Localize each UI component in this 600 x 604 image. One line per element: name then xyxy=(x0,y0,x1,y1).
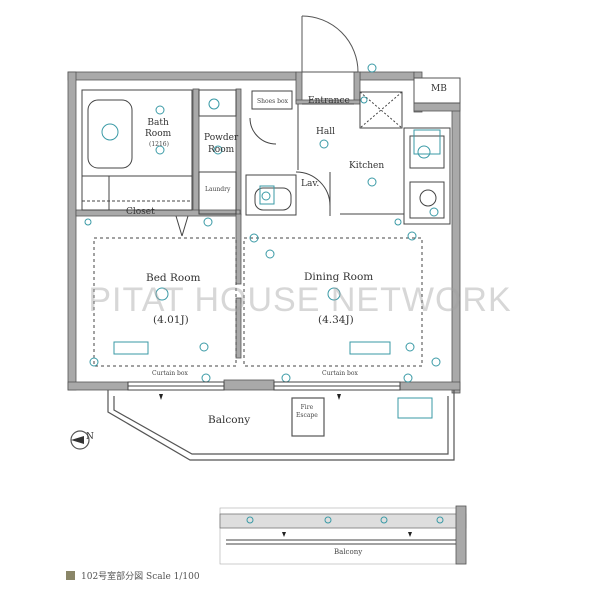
closet-label: Closet xyxy=(126,207,155,217)
walls xyxy=(67,71,461,394)
bath-size-label: (1216) xyxy=(149,141,169,148)
windows xyxy=(127,103,401,391)
legend-swatch xyxy=(66,571,75,580)
bed-room-size: (4.01J) xyxy=(153,314,189,326)
hall-label: Hall xyxy=(316,127,335,137)
balcony-triangles xyxy=(159,394,341,400)
bath-room-label: Bath Room xyxy=(145,118,172,139)
powder-room-label: Powder Room xyxy=(204,133,239,155)
fire-escape-label: Fire Escape xyxy=(296,404,318,419)
inset-balcony-label: Balcony xyxy=(334,548,363,556)
lav-label: Lav. xyxy=(301,179,320,189)
compass-letter: N xyxy=(86,432,94,442)
entrance-label: Entrance xyxy=(308,96,350,106)
balcony xyxy=(107,390,455,461)
mb-box xyxy=(413,77,461,104)
compass-icon xyxy=(70,430,90,450)
curtain-box-label-2: Curtain box xyxy=(322,370,358,377)
balcony-label: Balcony xyxy=(208,414,251,426)
inset-plan xyxy=(219,505,467,565)
dining-room-size: (4.34J) xyxy=(318,314,354,326)
caption: 102号室部分図 Scale 1/100 xyxy=(81,572,200,582)
shoes-box-label: Shoes box xyxy=(257,98,288,105)
bed-room-label: Bed Room xyxy=(146,272,201,284)
mb-label: MB xyxy=(431,84,447,94)
dining-room-label: Dining Room xyxy=(304,271,374,283)
curtain-box-label-1: Curtain box xyxy=(152,370,188,377)
entrance-door xyxy=(301,15,359,73)
fixtures xyxy=(84,63,441,419)
room-lines xyxy=(81,89,451,367)
laundry-label: Laundry xyxy=(205,186,231,193)
kitchen-label: Kitchen xyxy=(349,161,385,171)
